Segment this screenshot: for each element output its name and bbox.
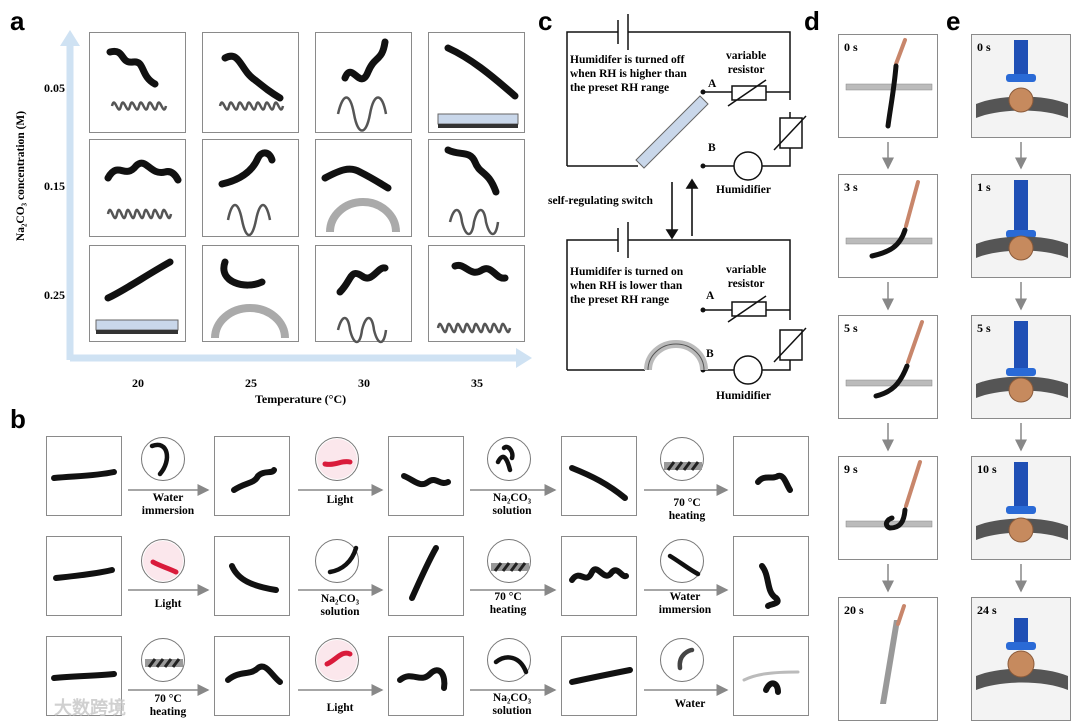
variable-resistor-label-top: variable resistor [726,50,767,76]
grid-cell-r1c1 [89,32,186,133]
grid-cell-r1c3 [315,32,412,133]
d-time: 0 s [844,40,858,54]
x-tick: 25 [245,376,257,390]
e-time: 10 s [977,462,997,476]
panel-label-c: c [538,6,553,36]
stimulus-circle [487,638,531,682]
grid-cell-r2c2 [202,139,299,237]
stimulus-label: 70 °C heating [149,693,187,719]
panel-label-e: e [946,6,961,36]
switch-label: self-regulating switch [548,195,653,207]
d-time: 20 s [844,603,864,617]
stimulus-label: Na₂CO₃ solution [492,692,532,718]
y-tick: 0.05 [44,81,65,95]
b-sample-r1-2 [214,436,290,516]
grid-cell-r1c2 [202,32,299,133]
e-time: 1 s [977,180,991,194]
x-axis-label: Temperature (°C) [255,392,347,406]
d-time: 5 s [844,321,858,335]
panel-label-d: d [804,6,820,36]
node-a-bottom: A [706,290,715,302]
stimulus-label: Light [326,702,354,714]
e-time: 5 s [977,321,991,335]
stimulus-label: Light [326,494,354,506]
b-sample-r1-3 [388,436,464,516]
circuit-top-text: Humidifer is turned off when RH is highe… [570,54,687,94]
grid-cell-r2c4 [428,139,525,237]
x-tick: 20 [132,376,144,390]
panel-label-b: b [10,404,26,434]
grid-cell-r2c1 [89,139,186,237]
stimulus-label: Light [154,598,182,610]
humidifier-label-top: Humidifier [716,184,771,196]
stimulus-circle [487,539,531,583]
panel-label-a: a [10,6,25,36]
circuit-bottom-text: Humidifer is turned on when RH is lower … [570,266,684,306]
y-tick: 0.25 [44,288,65,302]
stimulus-label: 70 °C heating [668,497,706,523]
d-frame-4 [838,456,938,560]
b-sample-r2-2 [214,536,290,616]
node-a-top: A [708,78,717,90]
d-frame-3 [838,315,938,419]
node-b-bottom: B [706,348,714,360]
stimulus-label: Water immersion [141,492,195,518]
stimulus-label: Na₂CO₃ solution [320,593,360,619]
stimulus-label: Water immersion [658,591,712,617]
b-sample-r2-3 [388,536,464,616]
e-time: 0 s [977,40,991,54]
d-time: 9 s [844,462,858,476]
d-frame-2 [838,174,938,278]
e-time: 24 s [977,603,997,617]
variable-resistor-label-bottom: variable resistor [726,264,767,290]
humidifier-label-bottom: Humidifier [716,390,771,402]
x-tick: 30 [358,376,370,390]
d-time: 3 s [844,180,858,194]
stimulus-label: Water [674,698,706,710]
node-b-top: B [708,142,716,154]
x-tick: 35 [471,376,483,390]
stimulus-circle [487,437,531,481]
b-sample-r1-4 [561,436,637,516]
watermark: 大数跨境 [54,698,126,719]
y-tick: 0.15 [44,179,65,193]
b-sample-r3-5 [733,636,809,716]
stimulus-circle [660,437,704,481]
stimulus-label: Na₂CO₃ solution [492,492,532,518]
stimulus-label: 70 °C heating [489,591,527,617]
